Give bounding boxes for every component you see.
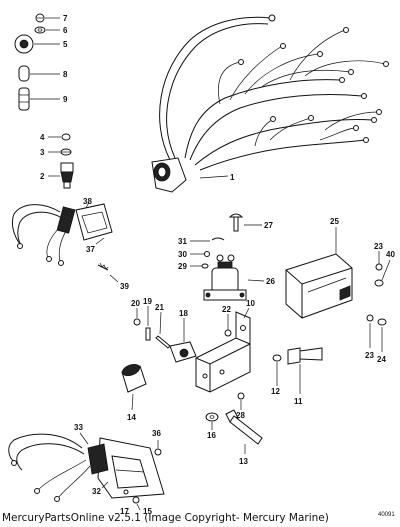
part-14-bushing [121, 363, 147, 393]
figure-number: 40091 [378, 512, 395, 518]
part-32-module [87, 437, 165, 499]
callout-17: 17 [120, 507, 129, 516]
wiring-harness [151, 14, 389, 193]
part-2-sender [60, 162, 74, 189]
part-24-washer [377, 318, 387, 326]
part-6-washer [34, 26, 46, 34]
callout-22: 22 [222, 305, 231, 314]
part-7-screw [35, 13, 45, 23]
callout-23-lower: 23 [365, 351, 374, 360]
callout-28: 28 [236, 411, 245, 420]
callout-25: 25 [330, 217, 339, 226]
callout-1: 1 [230, 173, 235, 182]
part-26-solenoid [203, 254, 247, 301]
callout-10: 10 [246, 299, 255, 308]
callout-20: 20 [131, 299, 140, 308]
callout-12: 12 [271, 387, 280, 396]
part-8-sleeve [18, 65, 30, 82]
callout-24: 24 [377, 355, 386, 364]
part-27-screw [228, 213, 244, 232]
part-9-connector [18, 87, 30, 111]
callout-32: 32 [92, 487, 101, 496]
part-21-screw [155, 335, 171, 349]
part-20-nut [133, 318, 141, 326]
part-3-clip [60, 148, 72, 156]
part-23-nut-lower [366, 314, 374, 322]
part-35-screw [132, 496, 140, 504]
part-19-screw [145, 327, 151, 341]
part-38-module [75, 203, 113, 241]
part-33-harness [8, 433, 91, 502]
callout-37: 37 [86, 245, 95, 254]
part-22-nut [224, 329, 232, 337]
callout-39: 39 [120, 282, 129, 291]
part-31-clip [211, 237, 225, 241]
part-37-harness [11, 204, 76, 266]
part-36-nut [154, 448, 162, 456]
part-18-fitting [169, 341, 197, 363]
callout-26: 26 [266, 277, 275, 286]
callout-16: 16 [207, 431, 216, 440]
callout-33: 33 [74, 423, 83, 432]
callout-7: 7 [63, 14, 68, 23]
part-23-nut-upper [375, 263, 383, 271]
part-10-bracket [195, 311, 251, 393]
part-4-nut [61, 133, 71, 141]
callout-5: 5 [63, 40, 68, 49]
callout-23-upper: 23 [374, 242, 383, 251]
callout-6: 6 [63, 26, 68, 35]
part-16-washer [205, 412, 219, 422]
callout-8: 8 [63, 70, 68, 79]
callout-2: 2 [40, 172, 45, 181]
callout-36: 36 [152, 429, 161, 438]
part-11-bolt [287, 347, 323, 365]
lower-screw [123, 489, 129, 495]
callout-labels: 7 6 5 8 9 4 3 2 1 38 37 39 27 31 30 29 2… [40, 14, 395, 518]
callout-15: 15 [143, 507, 152, 516]
callout-3: 3 [40, 148, 45, 157]
callout-19: 19 [143, 297, 152, 306]
part-30-nut [204, 251, 210, 257]
part-13-bolt [225, 409, 263, 445]
callout-30: 30 [178, 250, 187, 259]
part-5-grommet [14, 34, 34, 54]
callout-9: 9 [63, 95, 68, 104]
callout-4: 4 [40, 133, 45, 142]
callout-38: 38 [83, 197, 92, 206]
part-25-cover [285, 253, 353, 319]
callout-11: 11 [294, 397, 303, 406]
callout-18: 18 [179, 309, 188, 318]
part-29-washer [201, 263, 209, 269]
leader-lines [30, 17, 391, 511]
callout-31: 31 [178, 237, 187, 246]
part-28-nut [237, 392, 245, 400]
part-39-screw [97, 262, 109, 271]
callout-21: 21 [155, 303, 164, 312]
callout-27: 27 [264, 221, 273, 230]
callout-14: 14 [127, 413, 136, 422]
callout-40: 40 [386, 250, 395, 259]
part-12-nut [272, 354, 282, 362]
callout-29: 29 [178, 262, 187, 271]
part-40-washer [374, 279, 384, 287]
copyright-footer: MercuryPartsOnline v2.5.1 (Image Copyrig… [2, 512, 329, 524]
callout-13: 13 [239, 457, 248, 466]
